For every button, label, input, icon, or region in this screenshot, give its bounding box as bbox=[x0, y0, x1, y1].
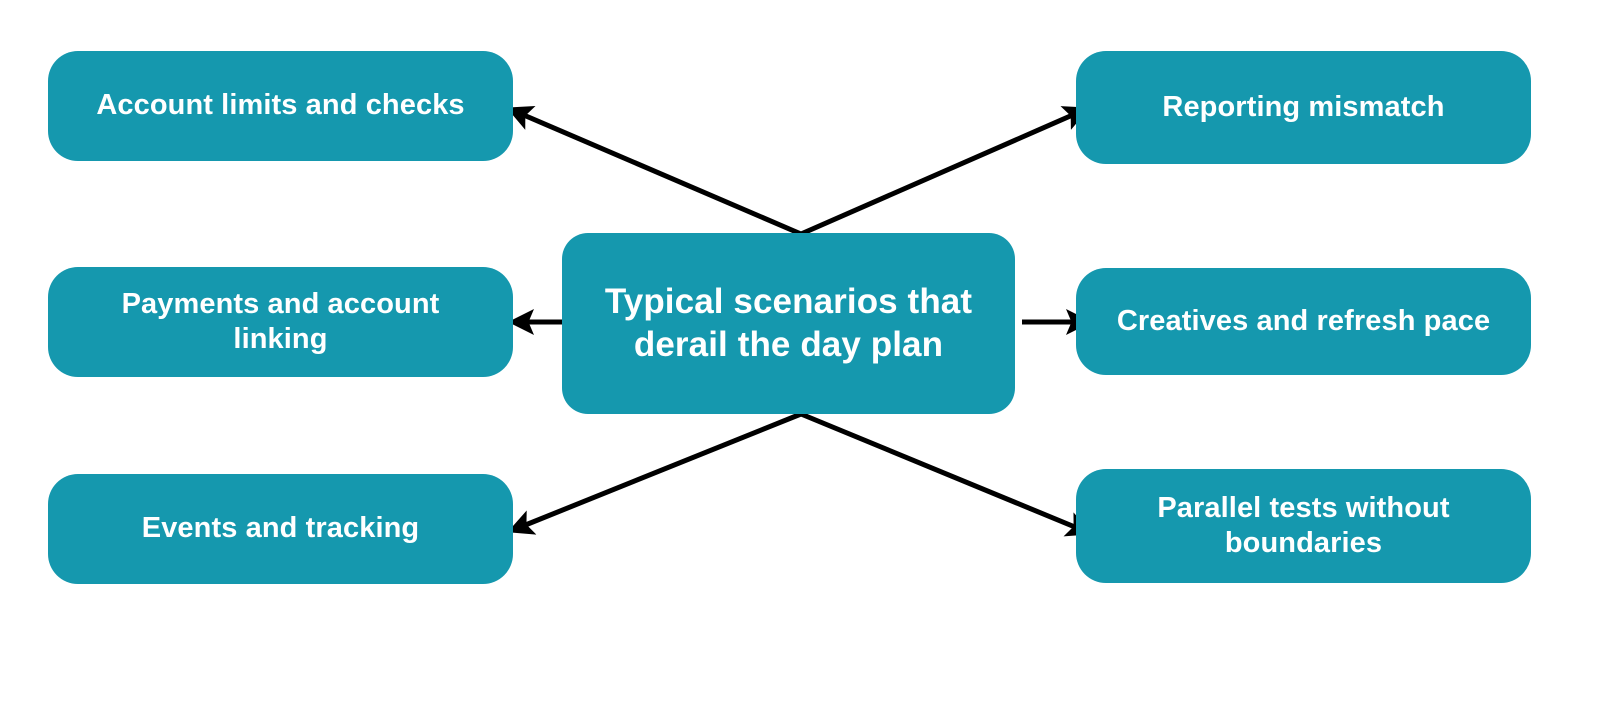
node-payments-and-account-linking[interactable]: Payments and account linking bbox=[48, 267, 513, 377]
node-label: Account limits and checks bbox=[96, 89, 465, 122]
edge-center-to-account-limits bbox=[506, 105, 802, 237]
node-center-typical-scenarios[interactable]: Typical scenarios that derail the day pl… bbox=[562, 233, 1015, 414]
node-creatives-and-refresh-pace[interactable]: Creatives and refresh pace bbox=[1076, 268, 1531, 375]
node-label: Typical scenarios that derail the day pl… bbox=[604, 281, 973, 364]
node-label: Parallel tests without boundaries bbox=[1157, 491, 1450, 559]
node-account-limits-and-checks[interactable]: Account limits and checks bbox=[48, 51, 513, 161]
node-parallel-tests-without-boundaries[interactable]: Parallel tests without boundaries bbox=[1076, 469, 1531, 583]
edge-center-to-events bbox=[507, 411, 802, 535]
node-label: Payments and account linking bbox=[121, 287, 440, 355]
edge-center-to-parallel-tests bbox=[800, 411, 1093, 537]
node-label: Events and tracking bbox=[141, 512, 420, 545]
node-label: Reporting mismatch bbox=[1162, 90, 1445, 123]
node-label: Creatives and refresh pace bbox=[1116, 304, 1491, 337]
node-reporting-mismatch[interactable]: Reporting mismatch bbox=[1076, 51, 1531, 164]
node-events-and-tracking[interactable]: Events and tracking bbox=[48, 474, 513, 584]
edge-center-to-reporting-mismatch bbox=[799, 106, 1090, 237]
